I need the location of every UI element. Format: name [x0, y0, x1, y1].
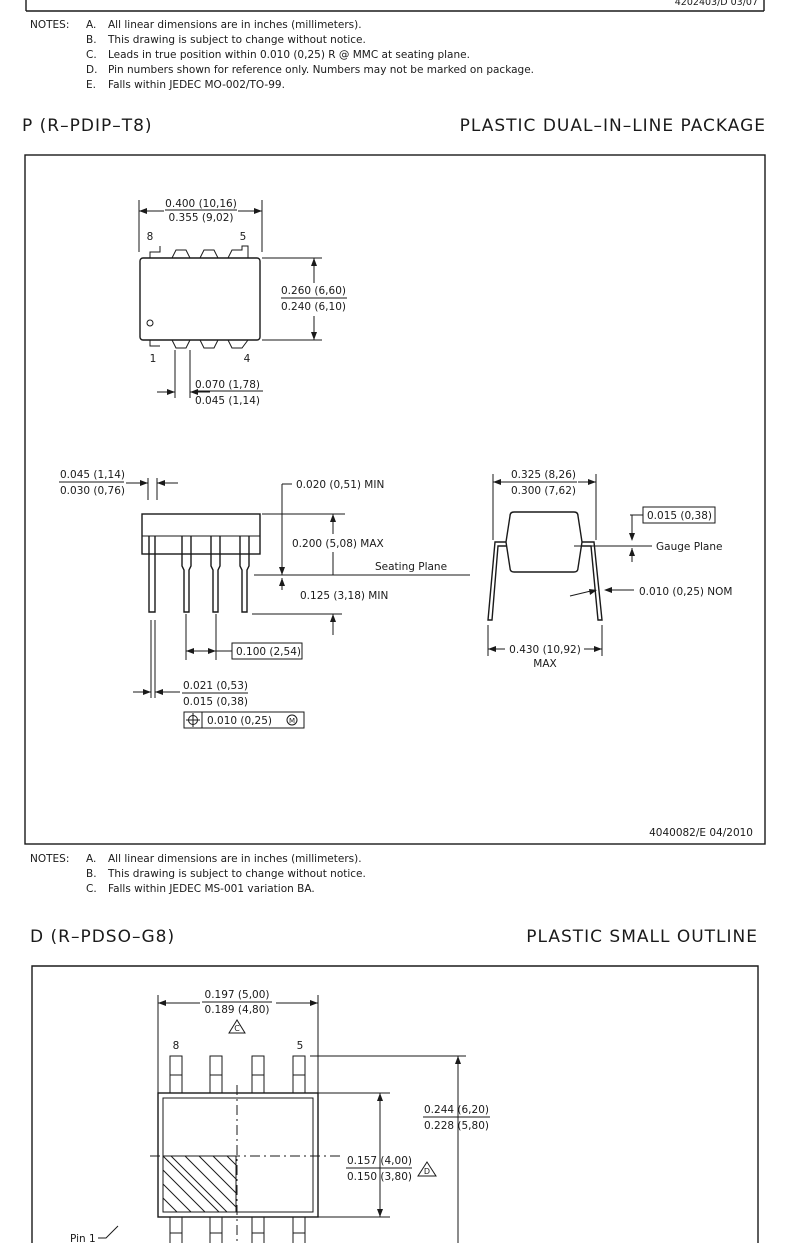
dim-position-tolerance: 0.010 (0,25): [207, 715, 272, 727]
note-letter: A.: [86, 853, 96, 865]
pdso-body: [157, 1092, 319, 1218]
note-c-flag-icon: [228, 1019, 246, 1034]
dim-length-max: 0.197 (5,00): [205, 989, 270, 1001]
position-tolerance-frame: [183, 711, 305, 729]
dim-span-max: 0.244 (6,20): [424, 1104, 489, 1116]
pin-8-label: 8: [147, 231, 154, 243]
dim-shoulder-min: 0.045 (1,14): [195, 395, 260, 407]
pdso-drawing-frame: [31, 965, 759, 1243]
dim-standoff: 0.020 (0,51) MIN: [296, 479, 384, 491]
dim-row-span-max: 0.325 (8,26): [511, 469, 576, 481]
dim-body-min: 0.150 (3,80): [347, 1171, 412, 1183]
dim-lead-thk-min: 0.015 (0,38): [183, 696, 248, 708]
dim-gauge: 0.015 (0,38): [647, 510, 712, 522]
note-d-flag-icon: [417, 1161, 437, 1177]
pin-4-label: 4: [244, 353, 251, 365]
note-text: This drawing is subject to change withou…: [107, 34, 366, 46]
pdso-package-code: D (R–PDSO–G8): [30, 927, 175, 947]
pdso-top-view: 0.197 (5,00) 0.189 (4,80) C 8 5: [70, 989, 490, 1243]
pdso-package-title: PLASTIC SMALL OUTLINE: [526, 927, 758, 947]
pitch-box: [231, 642, 303, 660]
dim-overall-max: 0.430 (10,92): [509, 644, 581, 656]
note-text: Pin numbers shown for reference only. Nu…: [108, 64, 534, 76]
note-text: Falls within JEDEC MO-002/TO-99.: [108, 79, 285, 91]
note-letter: C.: [86, 49, 97, 61]
note-d-flag: D: [424, 1167, 430, 1176]
dim-overall-max-label: MAX: [533, 658, 556, 670]
note-letter: A.: [86, 19, 96, 31]
note-text: All linear dimensions are in inches (mil…: [108, 853, 362, 865]
dim-top-width-min: 0.355 (9,02): [169, 212, 234, 224]
pdip-drawing-frame: [24, 154, 766, 845]
note-letter: C.: [86, 883, 97, 895]
dim-lead-width-max: 0.045 (1,14): [60, 469, 125, 481]
pin1-marker: [146, 319, 154, 327]
pdip-package-code: P (R–PDIP–T8): [22, 116, 153, 136]
dim-shoulder-max: 0.070 (1,78): [195, 379, 260, 391]
pdip-body-side: [141, 513, 261, 555]
dim-pitch: 0.100 (2,54): [236, 646, 301, 658]
note-letter: E.: [86, 79, 96, 91]
notes-label: NOTES:: [30, 853, 69, 865]
dim-lead-thk-nom: 0.010 (0,25) NOM: [639, 586, 733, 598]
pdip-body-end: [505, 511, 583, 573]
pdip-package-title: PLASTIC DUAL–IN–LINE PACKAGE: [460, 116, 766, 136]
pin1-leader: [98, 1225, 119, 1239]
dim-top-width-max: 0.400 (10,16): [165, 198, 237, 210]
note-letter: B.: [86, 34, 97, 46]
note-text: This drawing is subject to change withou…: [107, 868, 366, 880]
gauge-plane-label: Gauge Plane: [656, 541, 723, 553]
pin-5-label: 5: [297, 1040, 304, 1052]
pdip-end-view: 0.325 (8,26) 0.300 (7,62) 0.015 (0,38) G…: [487, 469, 733, 670]
top-drawing-ref: 4202403/D 03/07: [675, 0, 758, 8]
mmc-icon: [286, 714, 298, 726]
note-text: Leads in true position within 0.010 (0,2…: [108, 49, 470, 61]
mmc-symbol: M: [289, 717, 295, 725]
pdip-side-view: 0.045 (1,14) 0.030 (0,76) 0.020 (0,51) M…: [59, 469, 470, 729]
dim-length-min: 0.189 (4,80): [205, 1004, 270, 1016]
note-letter: B.: [86, 868, 97, 880]
pin-5-label: 5: [240, 231, 247, 243]
note-letter: D.: [86, 64, 97, 76]
pdip-body-top: [139, 257, 261, 341]
dim-row-span-min: 0.300 (7,62): [511, 485, 576, 497]
seating-plane-label: Seating Plane: [375, 561, 447, 573]
note-c-flag: C: [234, 1024, 240, 1033]
pin-8-label: 8: [173, 1040, 180, 1052]
top-frame: 4202403/D 03/07: [25, 0, 765, 12]
dim-body-max: 0.157 (4,00): [347, 1155, 412, 1167]
dim-body-width-min: 0.240 (6,10): [281, 301, 346, 313]
notes-block-1: NOTES: A. All linear dimensions are in i…: [30, 19, 534, 91]
dim-lead-thk-max: 0.021 (0,53): [183, 680, 248, 692]
dim-height: 0.200 (5,08) MAX: [292, 538, 384, 550]
dim-body-width-max: 0.260 (6,60): [281, 285, 346, 297]
notes-block-2: NOTES: A. All linear dimensions are in i…: [30, 853, 366, 895]
pin1-label: Pin 1: [70, 1233, 96, 1243]
pdip-top-view: 0.400 (10,16) 0.355 (9,02) 8 5 1 4 0.260…: [138, 198, 347, 407]
note-text: All linear dimensions are in inches (mil…: [108, 19, 362, 31]
pdip-drawing-ref: 4040082/E 04/2010: [649, 827, 753, 839]
notes-label: NOTES:: [30, 19, 69, 31]
dim-lead-width-min: 0.030 (0,76): [60, 485, 125, 497]
dim-span-min: 0.228 (5,80): [424, 1120, 489, 1132]
pin-1-label: 1: [150, 353, 157, 365]
note-text: Falls within JEDEC MS-001 variation BA.: [108, 883, 315, 895]
dim-lead-length: 0.125 (3,18) MIN: [300, 590, 388, 602]
